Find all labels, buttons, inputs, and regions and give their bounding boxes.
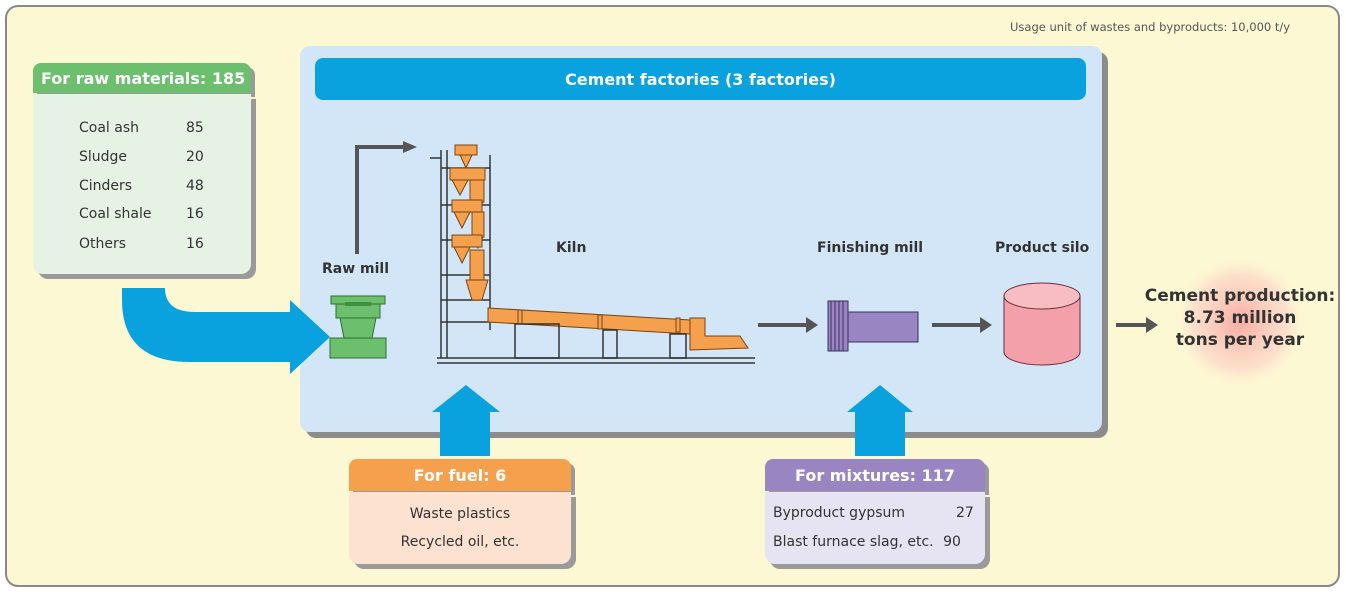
output-line: tons per year [1175, 330, 1305, 350]
mixture-item: Blast furnace slag, etc. 90 [773, 534, 961, 550]
raw-material-value: 48 [186, 178, 204, 194]
raw-material-item: Coal shale 16 [79, 206, 204, 234]
fuel-item: Waste plastics [409, 506, 511, 522]
raw-material-value: 16 [186, 236, 204, 252]
raw-material-label: Coal ash [79, 120, 140, 136]
mixture-value: 27 [956, 505, 974, 521]
raw-material-label: Cinders [79, 178, 133, 194]
stage-arrows [758, 317, 1158, 333]
cement-production-output: Cement production: 8.73 million tons per… [1140, 285, 1340, 351]
product-silo-icon [1003, 282, 1081, 366]
mixtures-list: Byproduct gypsum 27 Blast furnace slag, … [765, 492, 985, 564]
raw-material-label: Coal shale [79, 206, 152, 222]
fuel-header: For fuel: 6 [349, 459, 571, 491]
raw-materials-list: Coal ash 85 Sludge 20 Cinders 48 Coal sh… [33, 94, 251, 274]
raw-material-label: Sludge [79, 149, 128, 165]
mixtures-header: For mixtures: 117 [765, 459, 985, 491]
raw-material-value: 20 [186, 149, 204, 165]
mixture-value: 90 [943, 534, 961, 550]
raw-mill-label: Raw mill [322, 261, 390, 277]
mixture-label: Byproduct gypsum [773, 505, 906, 521]
raw-materials-header: For raw materials: 185 [33, 63, 251, 93]
product-silo-label: Product silo [995, 240, 1090, 256]
raw-material-item: Others 16 [79, 236, 204, 264]
kiln-cyclones [449, 144, 489, 301]
finishing-mill-icon [827, 300, 919, 352]
raw-material-item: Sludge 20 [79, 149, 204, 177]
raw-material-value: 85 [186, 120, 204, 136]
kiln-label: Kiln [556, 240, 587, 256]
kiln-supports [437, 323, 755, 364]
raw-material-item: Coal ash 85 [79, 120, 204, 148]
raw-material-item: Cinders 48 [79, 178, 204, 206]
raw-flow-arrow [122, 288, 330, 374]
mixture-item: Byproduct gypsum 27 [773, 505, 974, 521]
output-line: Cement production: [1144, 286, 1336, 306]
output-line: 8.73 million [1183, 308, 1297, 328]
fuel-up-arrow [432, 385, 500, 456]
raw-material-value: 16 [186, 206, 204, 222]
output-glow [1172, 254, 1308, 390]
raw-mill-icon [329, 295, 387, 359]
fuel-item: Recycled oil, etc. [400, 534, 520, 550]
units-note: Usage unit of wastes and byproducts: 10,… [1010, 20, 1291, 34]
factory-title: Cement factories (3 factories) [315, 58, 1086, 100]
raw-material-label: Others [79, 236, 127, 252]
finishing-mill-label: Finishing mill [817, 240, 924, 256]
mixture-label: Blast furnace slag, etc. [773, 534, 934, 550]
raw-mill-to-kiln-arrowhead [403, 141, 417, 153]
mix-up-arrow [847, 385, 913, 456]
factory-panel [300, 46, 1102, 432]
rotary-kiln [487, 307, 749, 351]
raw-mill-to-kiln-arrow [355, 145, 405, 254]
fuel-list: Waste plastics Recycled oil, etc. [349, 492, 571, 564]
